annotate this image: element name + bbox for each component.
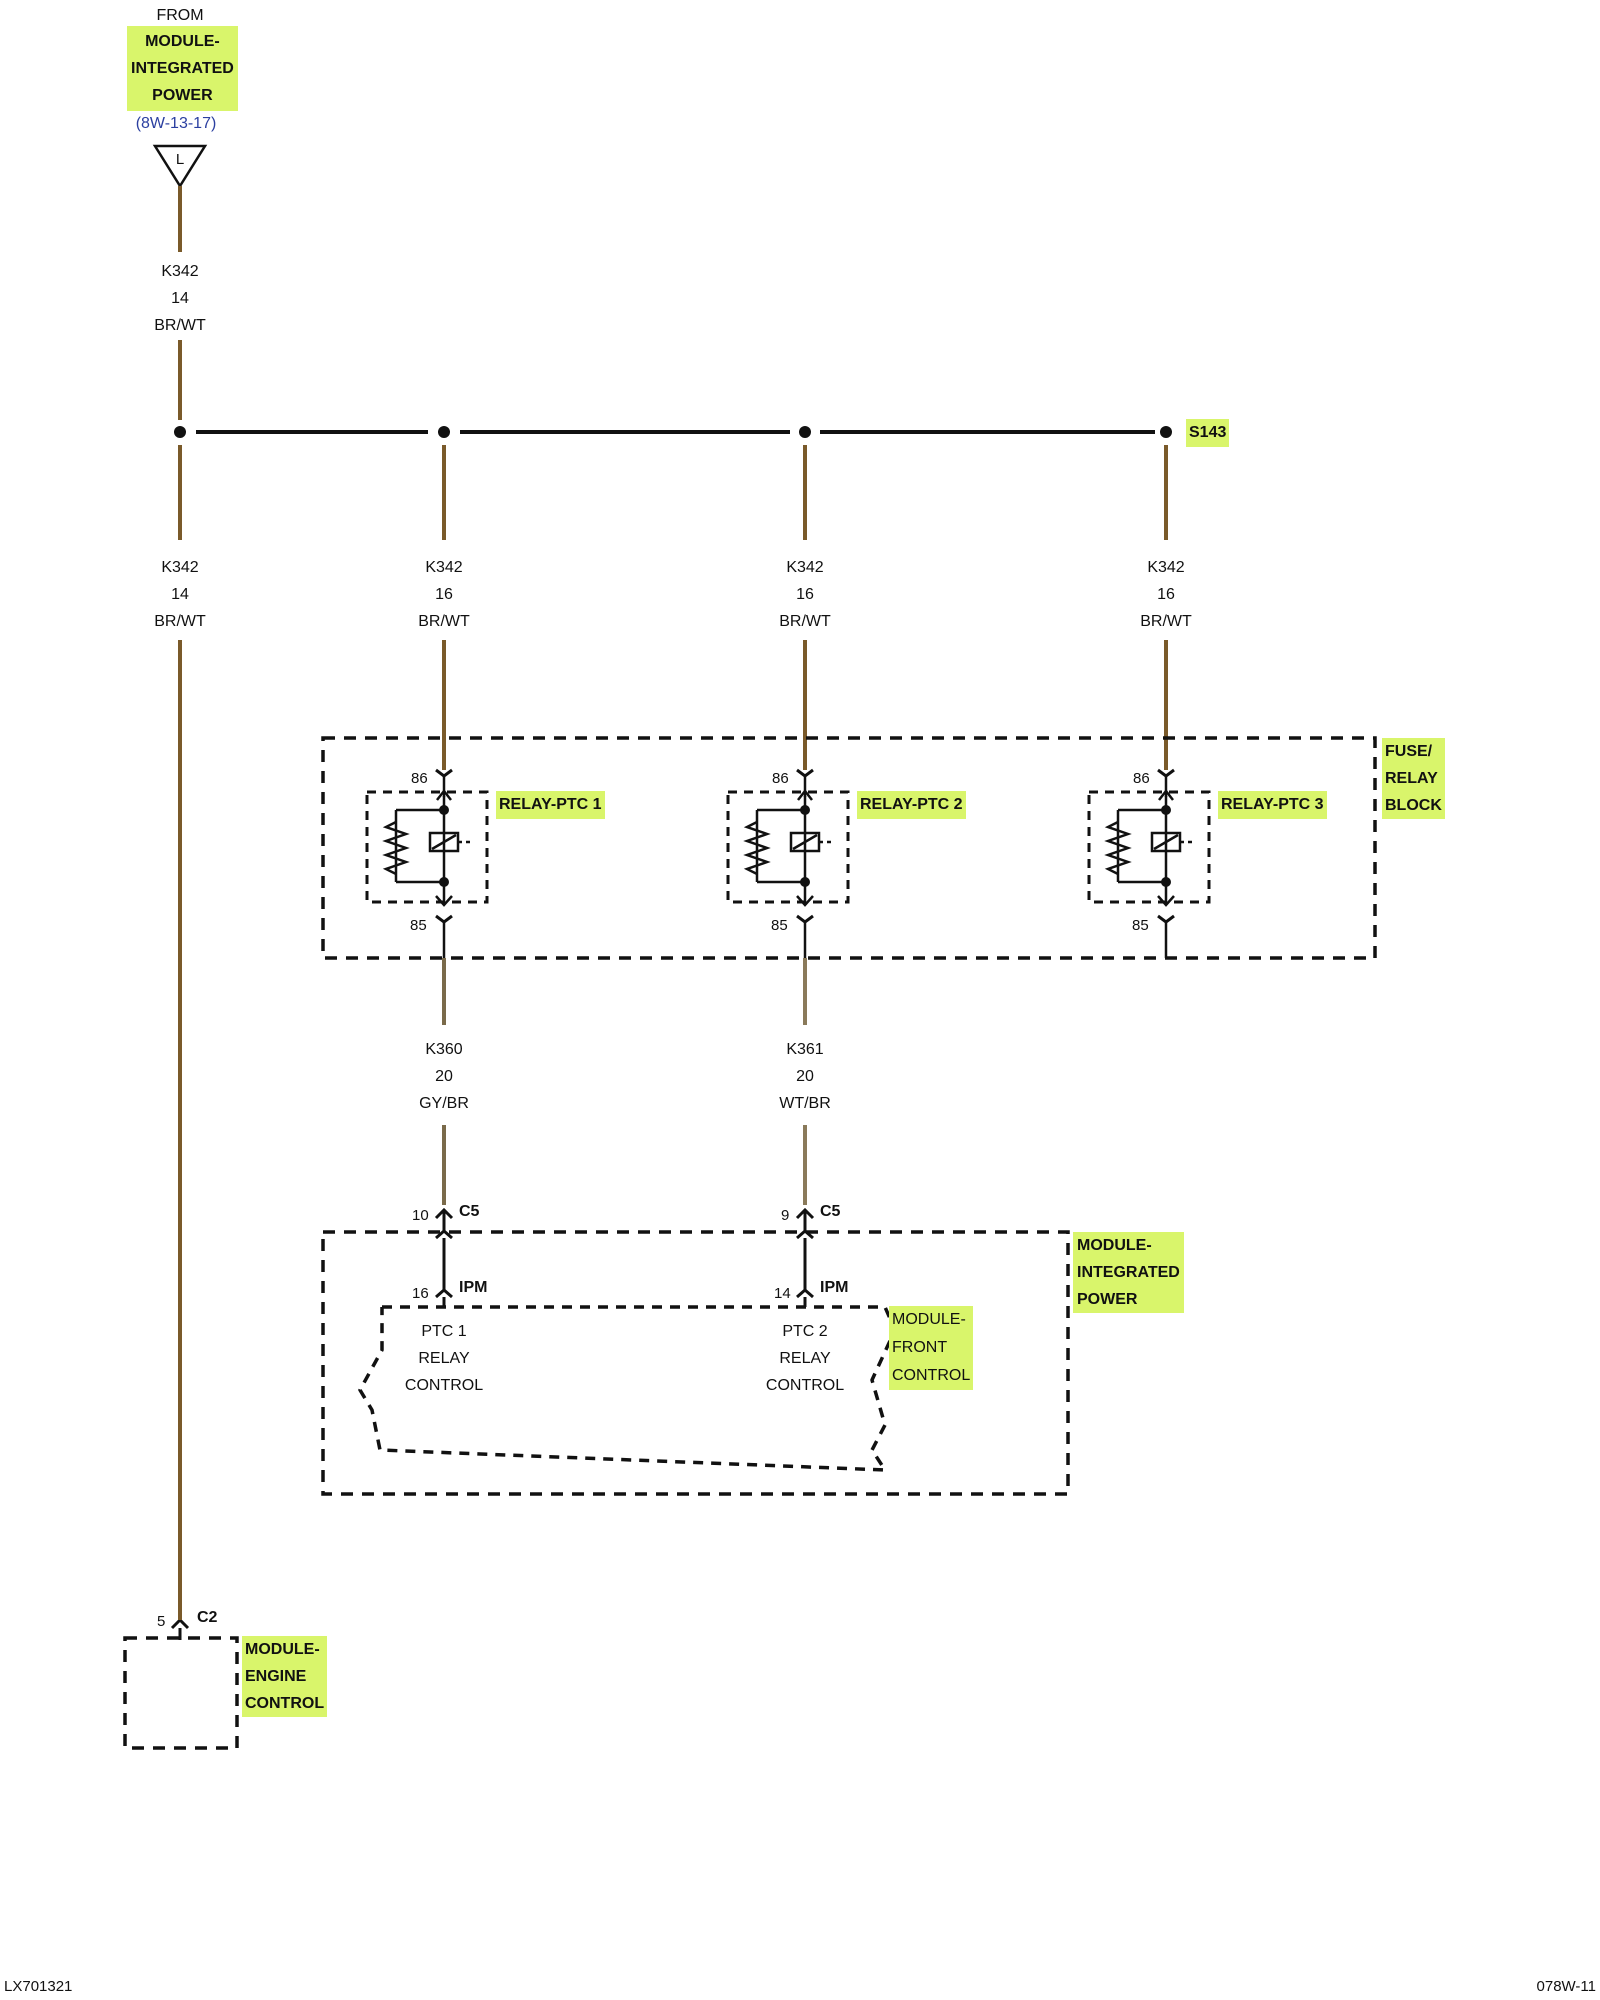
fuse-relay-block-label: FUSE/ RELAY BLOCK bbox=[1382, 738, 1445, 819]
feed-wire-circuit: K342 bbox=[161, 263, 199, 280]
ipm-pin-number: 14 bbox=[774, 1285, 791, 1302]
c5-connector-label: C5 bbox=[820, 1203, 841, 1220]
relay-ptc-3-symbol bbox=[1087, 768, 1211, 958]
ptc-2-relay-control: PTC 2 RELAY CONTROL bbox=[765, 1323, 845, 1394]
relay-ptc-3-label: RELAY-PTC 3 bbox=[1218, 791, 1327, 819]
connector-l-label: L bbox=[175, 151, 185, 168]
fuse-relay-block-outline bbox=[321, 736, 1377, 960]
ipm-pin-number: 16 bbox=[412, 1285, 429, 1302]
from-label: FROM bbox=[156, 7, 204, 24]
control-wire-color: WT/BR bbox=[779, 1095, 831, 1112]
c5-pin-number: 9 bbox=[781, 1207, 790, 1224]
c5-connector-label: C5 bbox=[459, 1203, 480, 1220]
relay-ptc-1-symbol bbox=[365, 768, 489, 958]
splice-node bbox=[174, 426, 186, 438]
ipm-connector-label: IPM bbox=[459, 1279, 488, 1296]
relay-pin-86: 86 bbox=[411, 770, 428, 787]
relay-ptc-1-label: RELAY-PTC 1 bbox=[496, 791, 605, 819]
ipm-module-label: MODULE- INTEGRATED POWER bbox=[1073, 1232, 1184, 1313]
splice-label: S143 bbox=[1186, 419, 1230, 447]
relay-pin-85: 85 bbox=[771, 917, 788, 934]
branch-circuit: K342 bbox=[786, 559, 824, 576]
source-module-label: MODULE- INTEGRATED POWER bbox=[127, 26, 238, 111]
c2-connector-label: C2 bbox=[197, 1609, 218, 1626]
branch-circuit: K342 bbox=[425, 559, 463, 576]
relay-pin-86: 86 bbox=[1133, 770, 1150, 787]
source-reference[interactable]: (8W-13-17) bbox=[135, 115, 217, 132]
control-wire-gauge: 20 bbox=[796, 1068, 814, 1085]
relay-ptc-2-symbol bbox=[726, 768, 850, 958]
branch-gauge: 14 bbox=[171, 586, 189, 603]
control-wire-circuit: K360 bbox=[425, 1041, 463, 1058]
branch-color: BR/WT bbox=[154, 613, 206, 630]
footer-right-code: 078W-11 bbox=[1536, 1978, 1596, 1995]
control-wire-circuit: K361 bbox=[786, 1041, 824, 1058]
branch-gauge: 16 bbox=[1157, 586, 1175, 603]
control-wire-color: GY/BR bbox=[419, 1095, 469, 1112]
relay-pin-86: 86 bbox=[772, 770, 789, 787]
footer-left-code: LX701321 bbox=[4, 1978, 73, 1995]
relay-pin-85: 85 bbox=[1132, 917, 1149, 934]
splice-node bbox=[1160, 426, 1172, 438]
branch-color: BR/WT bbox=[779, 613, 831, 630]
control-wire-gauge: 20 bbox=[435, 1068, 453, 1085]
c2-pin-number: 5 bbox=[157, 1613, 166, 1630]
feed-wire-gauge: 14 bbox=[171, 290, 189, 307]
branch-color: BR/WT bbox=[1140, 613, 1192, 630]
c5-pin-number: 10 bbox=[412, 1207, 429, 1224]
splice-node bbox=[799, 426, 811, 438]
fcm-module-label: MODULE- FRONT CONTROL bbox=[889, 1306, 974, 1390]
ecm-module-label: MODULE- ENGINE CONTROL bbox=[242, 1636, 328, 1717]
connector-l-symbol bbox=[152, 144, 208, 189]
splice-node bbox=[438, 426, 450, 438]
branch-circuit: K342 bbox=[161, 559, 199, 576]
branch-gauge: 16 bbox=[796, 586, 814, 603]
ptc-1-relay-control: PTC 1 RELAY CONTROL bbox=[404, 1323, 484, 1394]
feed-wire-color: BR/WT bbox=[154, 317, 206, 334]
relay-pin-85: 85 bbox=[410, 917, 427, 934]
ecm-outline bbox=[123, 1636, 239, 1750]
relay-ptc-2-label: RELAY-PTC 2 bbox=[857, 791, 966, 819]
branch-circuit: K342 bbox=[1147, 559, 1185, 576]
branch-gauge: 16 bbox=[435, 586, 453, 603]
ipm-connector-label: IPM bbox=[820, 1279, 849, 1296]
branch-color: BR/WT bbox=[418, 613, 470, 630]
